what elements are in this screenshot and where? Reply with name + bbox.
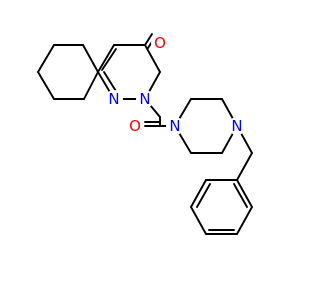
bond (236, 179, 253, 208)
atom-label-nitrogen: N (169, 117, 180, 135)
bond (190, 179, 207, 208)
bond (37, 44, 55, 73)
nitrogen-atom-piperazine-1: N (166, 117, 184, 135)
atom-label-oxygen: O (154, 34, 166, 52)
atom-label-oxygen: O (129, 117, 141, 135)
bond (196, 183, 211, 208)
nitrogen-atom-ring-n1: N (105, 90, 123, 108)
bond (144, 44, 161, 73)
atom-label-nitrogen: N (108, 90, 119, 108)
bond (233, 183, 248, 208)
bond (236, 152, 253, 181)
bond (190, 206, 207, 235)
bond (97, 44, 115, 73)
chemical-structure: O O N N N N (37, 33, 253, 235)
oxygen-atom-carbonyl-ring: O (151, 34, 169, 52)
atom-labels: O O N N N N (105, 34, 246, 135)
oxygen-atom-amide: O (126, 117, 144, 135)
bond (37, 71, 55, 100)
bond (144, 33, 153, 46)
bond (101, 48, 117, 71)
bond (236, 206, 253, 235)
atom-label-nitrogen: N (231, 117, 242, 135)
nitrogen-atom-ring-n2: N (136, 90, 154, 108)
bond (83, 71, 99, 100)
bonds (37, 33, 253, 235)
atom-label-nitrogen: N (139, 90, 150, 108)
bond (82, 44, 99, 73)
nitrogen-atom-piperazine-4: N (228, 117, 246, 135)
